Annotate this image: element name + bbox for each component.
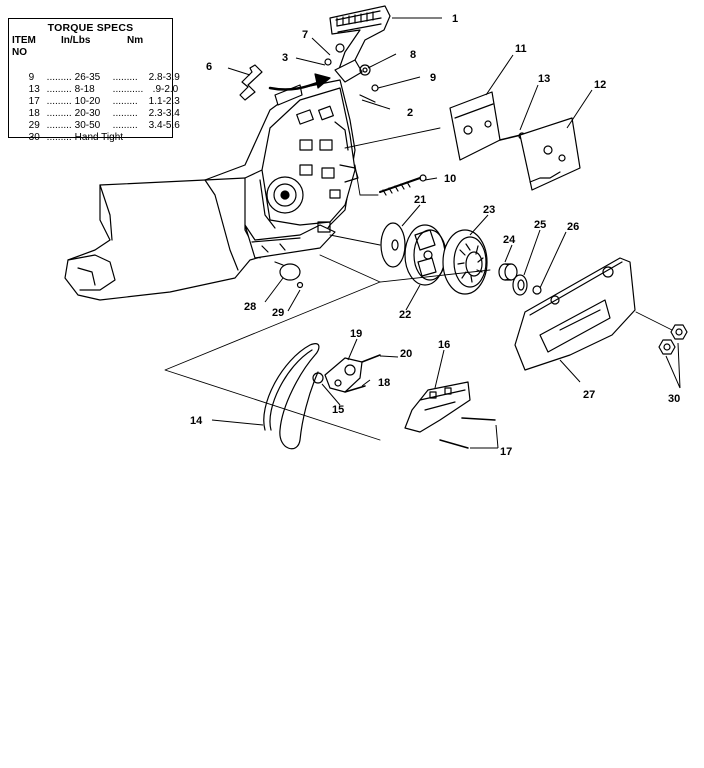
callout-30: 30 <box>668 393 680 405</box>
callout-19: 19 <box>350 328 362 340</box>
torque-specs-table: TORQUE SPECS ITEM NO In/Lbs Nm 9........… <box>8 18 180 143</box>
engine-block <box>244 84 359 259</box>
spec-row: 17.........10-20.........1.1-2.3 <box>28 96 180 107</box>
part-10-bolt <box>379 174 427 196</box>
header-item: ITEM <box>12 35 36 46</box>
part-24-bearing <box>498 263 518 281</box>
callout-26: 26 <box>567 221 579 233</box>
part-1-throttle-handle <box>329 5 391 76</box>
header-inlbs: In/Lbs <box>61 35 91 46</box>
callout-2: 2 <box>407 107 413 119</box>
header-nm: Nm <box>127 35 144 46</box>
header-item-no: NO <box>12 47 27 58</box>
callout-1: 1 <box>452 13 458 25</box>
callout-14: 14 <box>190 415 203 427</box>
callout-22: 22 <box>399 309 411 321</box>
spec-row: 18.........20-30.........2.3-3.4 <box>28 108 180 119</box>
throttle-linkage-parts <box>324 43 379 103</box>
callout-25: 25 <box>534 219 546 231</box>
part-12-plate <box>519 117 581 191</box>
spec-row: 13.........8-18............9-2.0 <box>28 84 179 95</box>
part-26-clip <box>532 285 542 295</box>
callout-16: 16 <box>438 339 450 351</box>
callout-28: 28 <box>244 301 256 313</box>
assembly-arrow <box>268 73 331 91</box>
callout-27: 27 <box>583 389 595 401</box>
callout-23: 23 <box>483 204 495 216</box>
part-15-gear <box>312 372 324 384</box>
callout-20: 20 <box>400 348 412 360</box>
callout-21: 21 <box>414 194 426 206</box>
callout-13: 13 <box>538 73 550 85</box>
callout-8: 8 <box>410 49 416 61</box>
part-20-screw <box>361 354 381 363</box>
callout-17: 17 <box>500 446 512 458</box>
part-19-oil-pump <box>324 357 363 393</box>
part-30-nuts <box>658 324 688 355</box>
callout-3: 3 <box>282 52 288 64</box>
callout-9: 9 <box>430 72 436 84</box>
callout-10: 10 <box>444 173 456 185</box>
callout-6: 6 <box>206 61 212 73</box>
callout-11: 11 <box>515 43 527 55</box>
callout-29: 29 <box>272 307 284 319</box>
part-16-bracket <box>404 381 471 433</box>
part-25-washer <box>512 274 528 296</box>
part-21-washer <box>380 222 406 268</box>
callout-labels: 1 7 3 8 6 9 2 11 13 12 10 21 23 24 25 26… <box>190 13 680 458</box>
callout-18: 18 <box>378 377 390 389</box>
part-14-loop <box>263 343 320 450</box>
part-11-plate <box>449 91 501 161</box>
part-28-29-buffer <box>274 261 304 289</box>
part-22-clutch <box>404 224 447 286</box>
callout-15: 15 <box>332 404 344 416</box>
callout-leaders <box>211 17 681 449</box>
callout-7: 7 <box>302 29 308 41</box>
callout-12: 12 <box>594 79 606 91</box>
part-18-screw <box>344 385 366 393</box>
part-17-screws <box>439 417 496 449</box>
spec-row: 30.........Hand Tight <box>28 132 124 143</box>
part-27-clutch-cover <box>514 257 636 371</box>
part-23-clutch-drum <box>442 229 488 295</box>
torque-specs-title: TORQUE SPECS <box>47 22 134 34</box>
spec-row: 29.........30-50.........3.4-5.6 <box>28 120 180 131</box>
callout-24: 24 <box>503 234 516 246</box>
part-6-link <box>239 64 263 101</box>
spec-row: 9.........26-35.........2.8-3.9 <box>28 72 180 83</box>
